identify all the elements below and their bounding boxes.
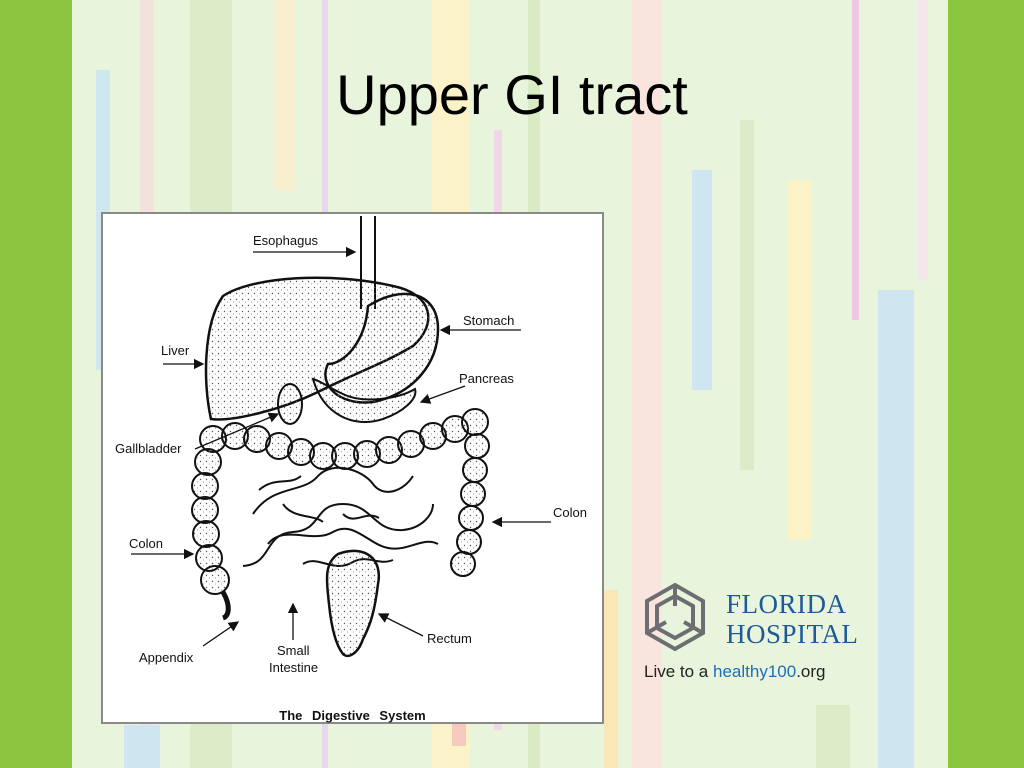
diagram-illustration — [131, 216, 551, 658]
decorative-stripe — [740, 120, 754, 470]
slide-title: Upper GI tract — [336, 63, 688, 126]
decorative-stripe — [274, 0, 296, 190]
hospital-emblem-icon — [645, 582, 705, 652]
appendix-label: Appendix — [139, 650, 194, 665]
digestive-system-diagram: Esophagus Stomach Liver Pancreas Gallbla… — [101, 212, 604, 724]
small-intestine-shape — [242, 466, 439, 567]
gallbladder-label: Gallbladder — [115, 441, 182, 456]
tagline-brand: healthy100 — [713, 662, 797, 681]
colon-left-label: Colon — [129, 536, 163, 551]
florida-hospital-logo: FLORIDA HOSPITAL Live to a healthy100.or… — [640, 582, 900, 692]
liver-label: Liver — [161, 343, 190, 358]
pancreas-label: Pancreas — [459, 371, 514, 386]
colon-shape — [191, 408, 490, 595]
rectum-shape — [325, 549, 381, 658]
tagline-prefix: Live to a — [644, 662, 713, 681]
decorative-stripe — [878, 290, 914, 768]
appendix-shape — [220, 590, 231, 621]
gallbladder-shape — [277, 383, 303, 425]
label-leader-lines — [131, 246, 551, 647]
colon-right-label: Colon — [553, 505, 587, 520]
logo-name-line2: HOSPITAL — [726, 619, 859, 649]
decorative-stripe — [816, 705, 850, 768]
pancreas-shape — [311, 377, 417, 424]
decorative-stripe — [604, 590, 618, 768]
stomach-label: Stomach — [463, 313, 515, 328]
decorative-stripe — [788, 180, 812, 540]
esophagus-label: Esophagus — [253, 233, 319, 248]
decorative-stripe — [124, 725, 160, 768]
decorative-stripe — [692, 170, 712, 390]
tagline-suffix: .org — [796, 662, 826, 681]
logo-tagline: Live to a healthy100.org — [644, 662, 825, 682]
decorative-stripe — [918, 0, 928, 280]
decorative-stripe — [852, 0, 859, 320]
small-intestine-label-line2: Intestine — [269, 660, 319, 675]
small-intestine-label-line1: Small — [277, 643, 310, 658]
rectum-label: Rectum — [427, 631, 472, 646]
diagram-caption: The Digestive System — [279, 708, 426, 723]
logo-name-line1: FLORIDA — [726, 589, 847, 619]
